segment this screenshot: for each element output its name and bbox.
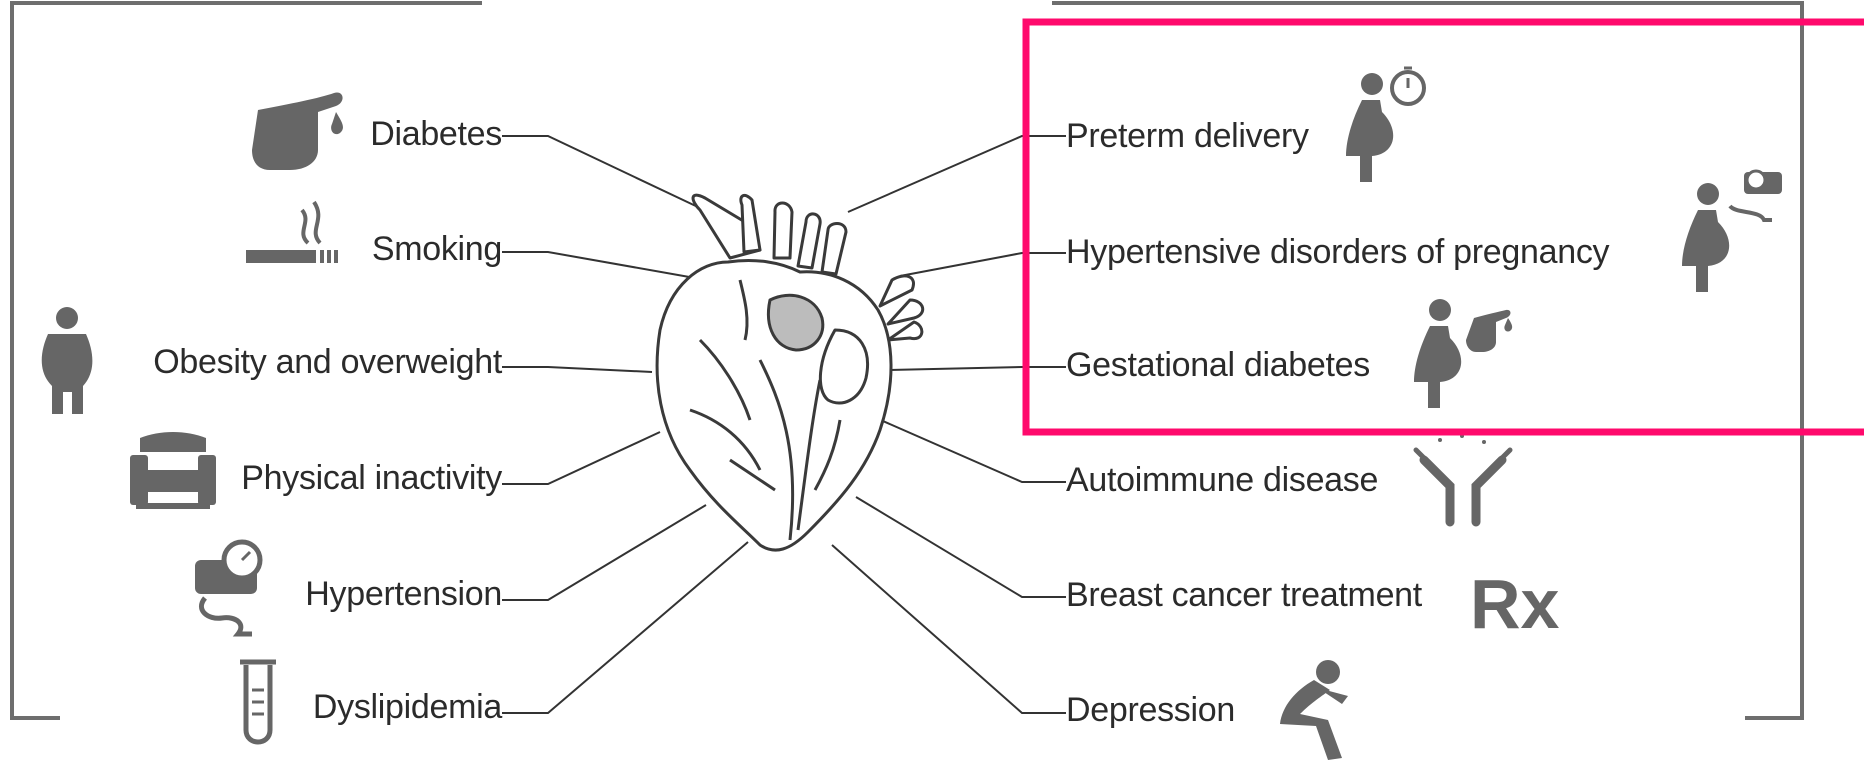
left-label-diabetes: Diabetes bbox=[370, 114, 502, 154]
anatomical-heart-icon bbox=[657, 195, 923, 550]
left-label-hypertension: Hypertension bbox=[305, 574, 502, 614]
finger-blood-drop-icon bbox=[252, 93, 343, 170]
right-label-preterm-delivery: Preterm delivery bbox=[1066, 116, 1309, 156]
blood-pressure-monitor-icon bbox=[195, 542, 260, 634]
right-label-hypertensive-disorders: Hypertensive disorders of pregnancy bbox=[1066, 232, 1609, 272]
antibody-icon bbox=[1416, 434, 1510, 522]
cigarette-icon bbox=[246, 202, 338, 263]
right-label-gestational-diabetes: Gestational diabetes bbox=[1066, 345, 1370, 385]
right-label-breast-cancer-treatment: Breast cancer treatment bbox=[1066, 575, 1422, 615]
pregnant-woman-stopwatch-icon bbox=[1346, 68, 1424, 182]
left-label-obesity: Obesity and overweight bbox=[153, 342, 502, 382]
armchair-icon bbox=[130, 432, 216, 509]
right-label-depression: Depression bbox=[1066, 690, 1235, 730]
left-label-dyslipidemia: Dyslipidemia bbox=[313, 687, 502, 727]
pregnant-woman-blood-pressure-icon bbox=[1682, 171, 1782, 292]
rx-text: Rx bbox=[1470, 565, 1560, 643]
depressed-person-icon bbox=[1280, 660, 1348, 760]
overweight-person-icon bbox=[42, 307, 93, 414]
right-label-autoimmune-disease: Autoimmune disease bbox=[1066, 460, 1378, 500]
left-label-physical-inactivity: Physical inactivity bbox=[241, 458, 502, 498]
test-tube-icon bbox=[240, 662, 276, 742]
rx-prescription-icon: Rx bbox=[1470, 565, 1560, 643]
pregnant-woman-finger-drop-icon bbox=[1414, 299, 1512, 408]
left-label-smoking: Smoking bbox=[372, 229, 502, 269]
